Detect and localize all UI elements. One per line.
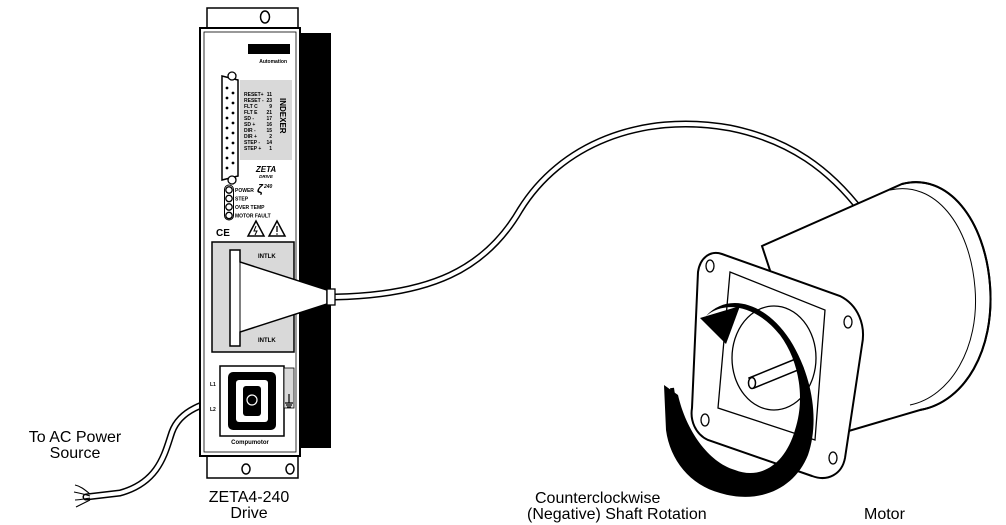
intlk-label-top: INTLK bbox=[258, 254, 276, 260]
zeta-drive-unit: Parker Automation INDEXER RESET+11RESET … bbox=[199, 7, 336, 479]
cord-wire-ends-icon bbox=[73, 484, 91, 508]
motor-cable bbox=[334, 120, 865, 301]
mounting-slot-icon bbox=[285, 463, 295, 475]
warning-triangle-icon bbox=[267, 219, 287, 237]
pin-name: FLT C bbox=[244, 104, 258, 110]
motor-label: Motor bbox=[864, 506, 906, 523]
pin-number: 14 bbox=[266, 140, 272, 146]
status-led-icon bbox=[225, 211, 233, 220]
pin-number: 16 bbox=[266, 122, 272, 128]
terminal-l2-label: L2 bbox=[210, 407, 216, 413]
pin-name: FLT E bbox=[244, 110, 258, 116]
status-led-icon bbox=[225, 194, 233, 203]
pin-number: 15 bbox=[266, 128, 272, 134]
diagram-labels: To AC Power Source ZETA4-240 Drive Count… bbox=[29, 429, 906, 523]
status-led-label: STEP bbox=[235, 197, 249, 203]
zeta-logo: ZETA bbox=[255, 165, 277, 174]
drive-logo-sub: DRIVE bbox=[259, 174, 274, 179]
drive-label-line1: ZETA4-240 bbox=[209, 489, 290, 506]
indexer-label: INDEXER bbox=[278, 98, 287, 134]
zeta-symbol-icon: ζ bbox=[257, 182, 264, 196]
pin-number: 17 bbox=[266, 116, 272, 122]
intlk-label-bottom: INTLK bbox=[258, 338, 276, 344]
pin-number: 21 bbox=[266, 110, 272, 116]
connector-screw-icon bbox=[227, 71, 237, 81]
ccw-rotation-arrow-icon bbox=[664, 303, 814, 497]
rotation-label-line2: (Negative) Shaft Rotation bbox=[527, 506, 707, 523]
pin-name: DIR + bbox=[244, 134, 257, 140]
pin-number: 11 bbox=[267, 92, 273, 98]
shock-warning-icon bbox=[246, 219, 266, 237]
ac-power-label-line2: Source bbox=[50, 445, 101, 462]
ce-mark: CE bbox=[216, 228, 230, 239]
drive-label-line2: Drive bbox=[230, 505, 267, 522]
status-led-icon bbox=[225, 186, 233, 194]
pin-name: STEP + bbox=[244, 146, 261, 152]
pin-name: DIR - bbox=[244, 128, 256, 134]
status-led-label: POWER bbox=[235, 188, 254, 194]
pin-number: 1 bbox=[269, 146, 272, 152]
status-leds: POWER STEP OVER TEMP MOTOR FAULT bbox=[224, 184, 271, 221]
mounting-slot-icon bbox=[241, 463, 251, 475]
brand-subtitle: Automation bbox=[259, 59, 287, 65]
pin-number: 23 bbox=[266, 98, 272, 104]
pin-name: RESET - bbox=[244, 98, 264, 104]
mounting-slot-icon bbox=[259, 10, 271, 24]
pin-number: 2 bbox=[269, 134, 272, 140]
model-number: 240 bbox=[263, 184, 273, 190]
status-led-label: OVER TEMP bbox=[235, 205, 265, 211]
status-led-label: MOTOR FAULT bbox=[235, 214, 271, 220]
pin-name: STEP - bbox=[244, 140, 260, 146]
compumotor-logo: Compumotor bbox=[231, 440, 269, 446]
rotation-label-line1: Counterclockwise bbox=[535, 490, 660, 507]
pin-name: SD - bbox=[244, 116, 254, 122]
indexer-db25-connector bbox=[221, 71, 239, 185]
pin-name: RESET+ bbox=[244, 92, 264, 98]
motor bbox=[690, 181, 992, 479]
ac-power-label-line1: To AC Power bbox=[29, 429, 122, 446]
terminal-l1-label: L1 bbox=[210, 382, 216, 388]
flange-bolt-hole-icon bbox=[700, 259, 853, 465]
ground-symbol-icon bbox=[285, 394, 293, 408]
connector-screw-icon bbox=[227, 175, 237, 185]
pin-name: SD + bbox=[244, 122, 255, 128]
pin-number: 9 bbox=[269, 104, 272, 110]
led-bezel bbox=[224, 184, 234, 221]
brand-logo: Parker bbox=[255, 44, 284, 54]
status-led-icon bbox=[225, 203, 233, 211]
